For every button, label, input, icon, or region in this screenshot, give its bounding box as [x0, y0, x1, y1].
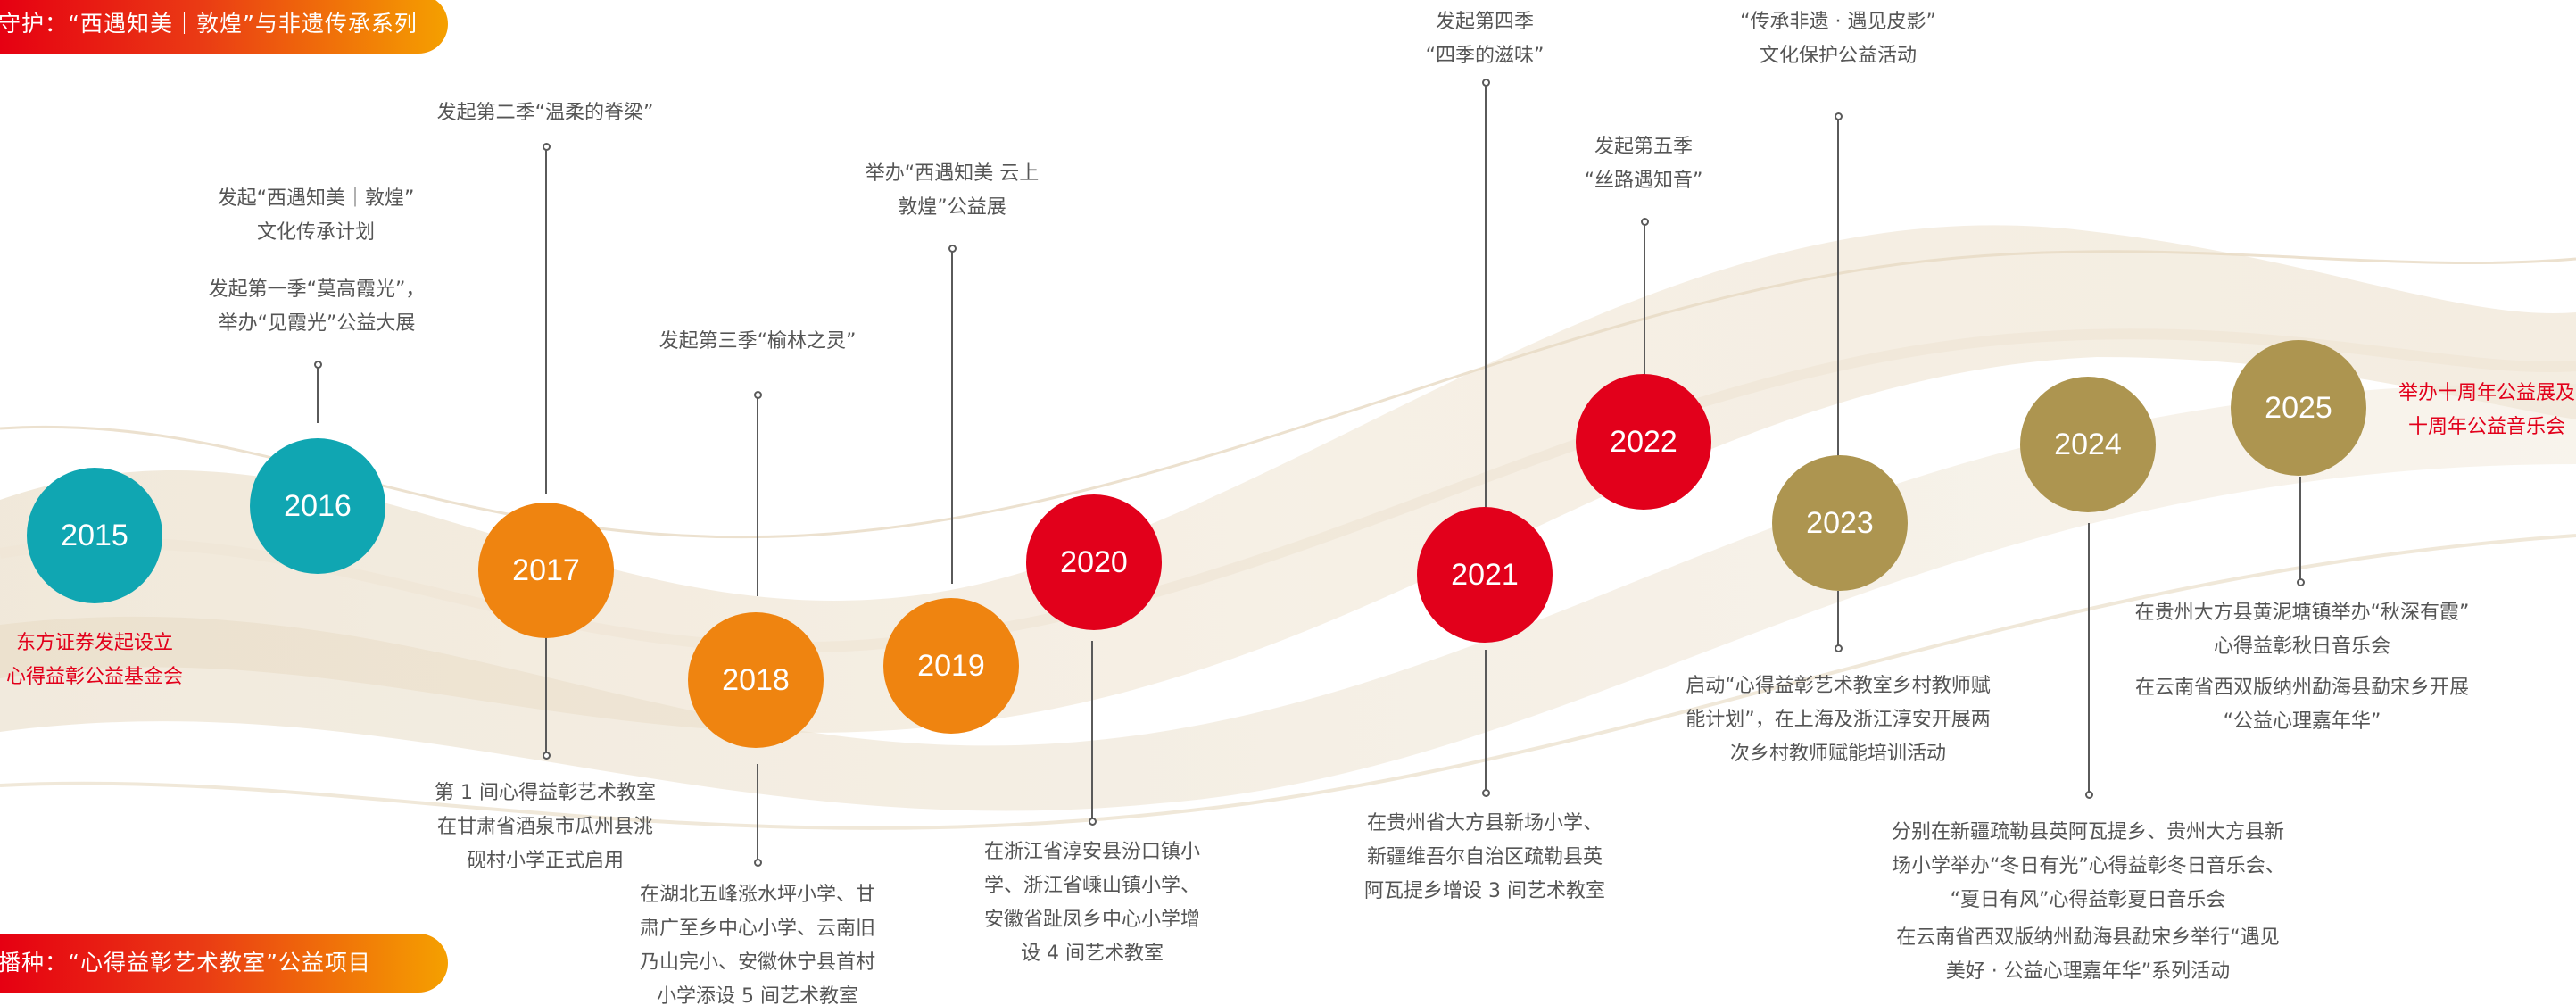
connector-end-dot: [314, 361, 322, 369]
connector-2017-up: [545, 146, 547, 494]
year-circle-2016: 2016: [250, 438, 385, 574]
year-label: 2020: [1060, 545, 1128, 579]
milestone-2018-top-text: 发起第三季“榆林之灵”: [658, 330, 857, 353]
year-label: 2018: [722, 663, 790, 697]
connector-2016: [317, 364, 319, 423]
connector-end-dot: [754, 859, 762, 867]
connector-end-dot: [1089, 818, 1097, 826]
milestone-2016-text-a: 发起“西遇知美｜敦煌” 文化传承计划: [217, 187, 415, 244]
milestone-2017-bottom-text: 第 1 间心得益彰艺术教室 在甘肃省酒泉市瓜州县洮 砚村小学正式启用: [435, 782, 656, 872]
connector-2021-down: [1485, 650, 1487, 793]
year-label: 2021: [1451, 558, 1519, 592]
bottom-banner: 播种：“心得益彰艺术教室”公益项目: [0, 934, 448, 993]
connector-end-dot: [2085, 791, 2093, 799]
connector-2025-down: [2299, 477, 2301, 582]
connector-2021-up: [1485, 82, 1487, 511]
connector-end-dot: [2297, 578, 2305, 586]
connector-end-dot: [1641, 218, 1649, 226]
year-label: 2024: [2054, 428, 2122, 461]
year-circle-2019: 2019: [883, 598, 1019, 734]
milestone-2023-top-text: “传承非遗 · 遇见皮影” 文化保护公益活动: [1740, 11, 1936, 67]
milestone-2022-top-text: 发起第五季 “丝路遇知音”: [1584, 136, 1703, 192]
connector-2023-up: [1837, 116, 1839, 457]
connector-2023-down: [1837, 591, 1839, 648]
top-banner-text: 守护：“西遇知美｜敦煌”与非遗传承系列: [0, 11, 418, 37]
milestone-2016-text-b: 发起第一季“莫高霞光”， 举办“见霞光”公益大展: [208, 278, 426, 335]
connector-2017-down: [545, 635, 547, 755]
connector-2018-up: [757, 395, 758, 596]
year-label: 2022: [1610, 425, 1677, 459]
milestone-2021-bottom-text: 在贵州省大方县新场小学、 新疆维吾尔自治区疏勒县英 阿瓦提乡增设 3 间艺术教室: [1364, 812, 1605, 902]
connector-2019-up: [951, 248, 953, 584]
milestone-2020-bottom-text: 在浙江省淳安县汾口镇小 学、浙江省嵊山镇小学、 安徽省趾凤乡中心小学增 设 4 …: [983, 841, 1200, 965]
connector-2024-down: [2088, 523, 2090, 794]
connector-end-dot: [948, 245, 957, 253]
milestone-2021-top-text: 发起第四季 “四季的滋味”: [1425, 11, 1545, 67]
connector-2018-down: [757, 764, 758, 862]
connector-end-dot: [754, 391, 762, 399]
year-circle-2017: 2017: [478, 502, 614, 638]
milestone-2024-bottom-text-b: 在云南省西双版纳州勐海县勐宋乡举行“遇见 美好 · 公益心理嘉年华”系列活动: [1896, 926, 2280, 983]
connector-2022-up: [1644, 221, 1645, 375]
year-circle-2020: 2020: [1026, 494, 1162, 630]
year-label: 2025: [2265, 391, 2332, 425]
milestone-2024-bottom-text-a: 分别在新疆疏勒县英阿瓦提乡、贵州大方县新 场小学举办“冬日有光”心得益彰冬日音乐…: [1892, 821, 2285, 911]
milestone-2025-right-text: 举办十周年公益展及 十周年公益音乐会: [2398, 382, 2575, 438]
year-circle-2024: 2024: [2020, 377, 2156, 512]
year-label: 2017: [512, 553, 580, 587]
milestone-2025-bottom-text-b: 在云南省西双版纳州勐海县勐宋乡开展 “公益心理嘉年华”: [2134, 677, 2469, 733]
year-circle-2023: 2023: [1772, 455, 1908, 591]
year-circle-2015: 2015: [27, 468, 162, 603]
year-circle-2021: 2021: [1417, 507, 1553, 643]
milestone-2023-bottom-text: 启动“心得益彰艺术教室乡村教师赋 能计划”，在上海及浙江淳安开展两 次乡村教师赋…: [1686, 675, 1991, 765]
connector-2020-down: [1091, 641, 1093, 821]
year-circle-2018: 2018: [688, 612, 824, 748]
year-circle-2022: 2022: [1576, 374, 1711, 510]
milestone-2015-text: 东方证券发起设立 心得益彰公益基金会: [5, 632, 183, 688]
connector-end-dot: [543, 752, 551, 760]
bottom-banner-text: 播种：“心得益彰艺术教室”公益项目: [0, 950, 371, 976]
year-label: 2016: [284, 489, 352, 523]
year-label: 2019: [917, 649, 985, 683]
connector-end-dot: [543, 143, 551, 151]
connector-end-dot: [1835, 112, 1843, 120]
milestone-2018-bottom-text: 在湖北五峰涨水坪小学、甘 肃广至乡中心小学、云南旧 乃山完小、安徽休宁县首村 小…: [639, 884, 875, 1005]
milestone-2019-top-text: 举办“西遇知美 云上 敦煌”公益展: [865, 162, 1040, 219]
connector-end-dot: [1482, 79, 1490, 87]
year-label: 2015: [61, 519, 128, 552]
year-circle-2025: 2025: [2231, 340, 2366, 476]
top-banner: 守护：“西遇知美｜敦煌”与非遗传承系列: [0, 0, 448, 54]
milestone-2025-bottom-text-a: 在贵州大方县黄泥塘镇举办“秋深有霞” 心得益彰秋日音乐会: [2134, 602, 2470, 658]
connector-end-dot: [1482, 789, 1490, 797]
milestone-2017-top-text: 发起第二季“温柔的脊梁”: [436, 102, 654, 124]
year-label: 2023: [1806, 506, 1874, 540]
connector-end-dot: [1835, 644, 1843, 652]
